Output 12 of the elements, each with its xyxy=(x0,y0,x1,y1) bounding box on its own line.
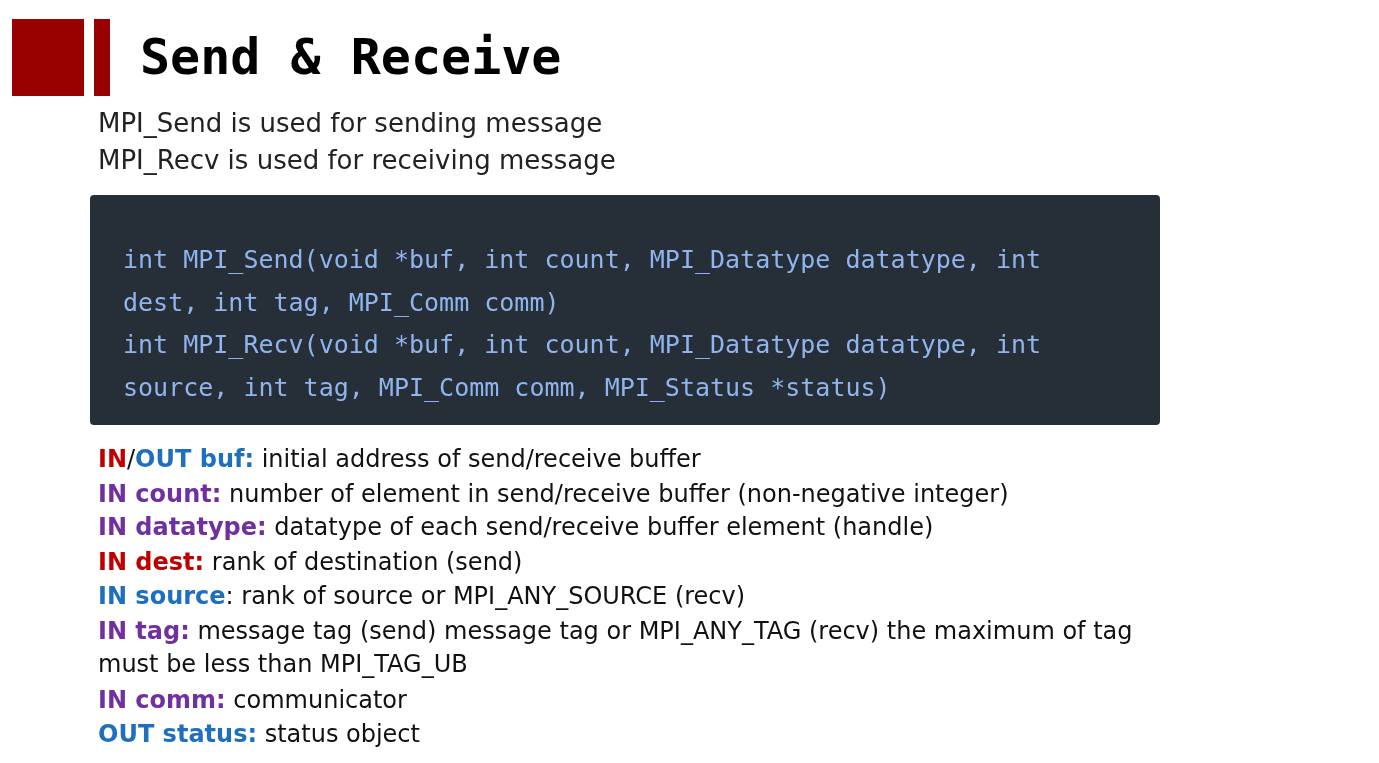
parameter-description: IN dest: rank of destination (send) xyxy=(98,547,524,578)
intro-text: MPI_Recv is used for receiving message xyxy=(98,145,616,175)
code-line: int MPI_Send(void *buf, int count, MPI_Datatype datatype, int dest, int tag, MPI_Comm comm) xyxy=(123,244,1043,319)
parameter-description: IN datatype: datatype of each send/receive buffer element (handle) xyxy=(98,512,935,543)
parameter-description: IN source: rank of source or MPI_ANY_SOURCE (recv) xyxy=(98,581,747,612)
code-line: int MPI_Recv(void *buf, int count, MPI_Datatype datatype, int source, int tag, MPI_Comm comm, MPI_Status *status) xyxy=(123,329,1043,404)
parameter-description: IN/OUT buf: initial address of send/receive buffer xyxy=(98,444,702,475)
slide-title: Send & Receive xyxy=(140,28,562,86)
parameter-description: IN count: number of element in send/receive buffer (non-negative integer) xyxy=(98,479,1010,510)
intro-text: MPI_Send is used for sending message xyxy=(98,108,603,138)
parameter-description: IN comm: communicator xyxy=(98,685,408,716)
parameter-description: OUT status: status object xyxy=(98,719,421,750)
